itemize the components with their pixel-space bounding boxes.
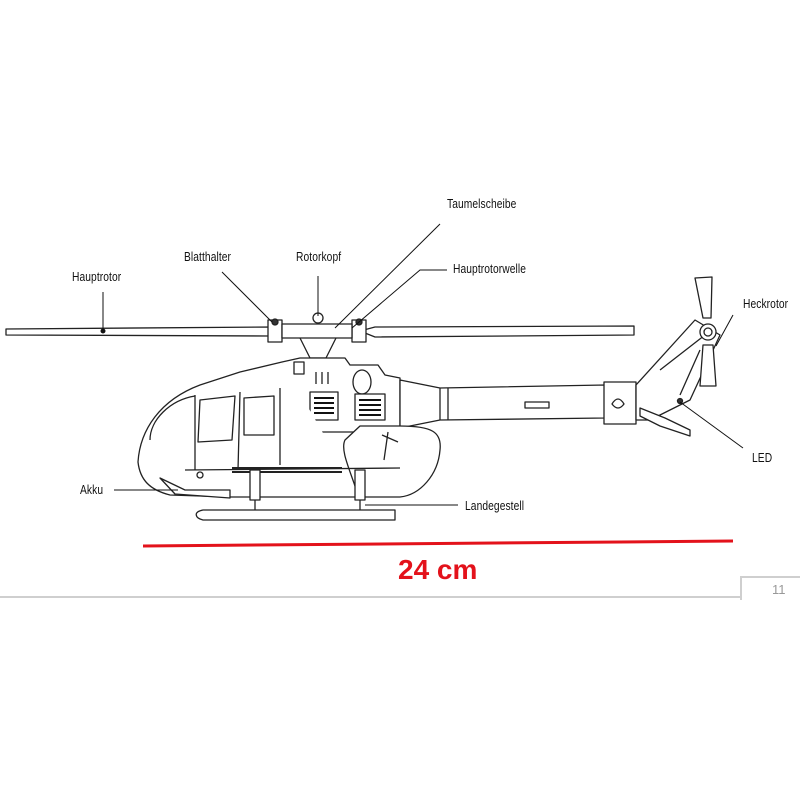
leader-hauptrotorwelle bbox=[351, 269, 447, 329]
label-led: LED bbox=[752, 451, 773, 465]
tail-housing bbox=[603, 381, 637, 425]
label-heckrotor: Heckrotor bbox=[743, 297, 789, 311]
battery bbox=[159, 477, 231, 499]
door-frame bbox=[184, 388, 401, 471]
leader-heckrotor bbox=[715, 314, 734, 347]
leader-taumelscheibe bbox=[334, 223, 441, 329]
scale-label: 24 cm bbox=[398, 554, 478, 585]
tail-boom bbox=[399, 379, 606, 429]
fuselage bbox=[137, 361, 441, 498]
tail-fin bbox=[635, 319, 721, 421]
label-blatthalter: Blatthalter bbox=[184, 250, 232, 264]
leader-led bbox=[679, 401, 744, 449]
label-hauptrotor: Hauptrotor bbox=[72, 270, 122, 284]
label-rotorkopf: Rotorkopf bbox=[296, 250, 342, 264]
leader-blatthalter bbox=[221, 271, 273, 323]
label-hauptrotorwelle: Hauptrotorwelle bbox=[453, 262, 527, 276]
page-number: 11 bbox=[772, 582, 786, 597]
main-rotor-blade-right bbox=[359, 325, 635, 338]
label-landegestell: Landegestell bbox=[465, 499, 525, 513]
label-akku: Akku bbox=[80, 483, 104, 497]
footer-divider bbox=[0, 596, 741, 598]
tail-rotor-blade bbox=[694, 276, 717, 387]
scale-bar bbox=[142, 539, 734, 548]
landing-gear bbox=[195, 469, 396, 521]
main-rotor-blade-left bbox=[5, 326, 286, 337]
page-number-box bbox=[740, 576, 800, 600]
side-window bbox=[243, 395, 275, 436]
label-taumelscheibe: Taumelscheibe bbox=[447, 197, 517, 211]
cabin-window bbox=[197, 395, 236, 443]
